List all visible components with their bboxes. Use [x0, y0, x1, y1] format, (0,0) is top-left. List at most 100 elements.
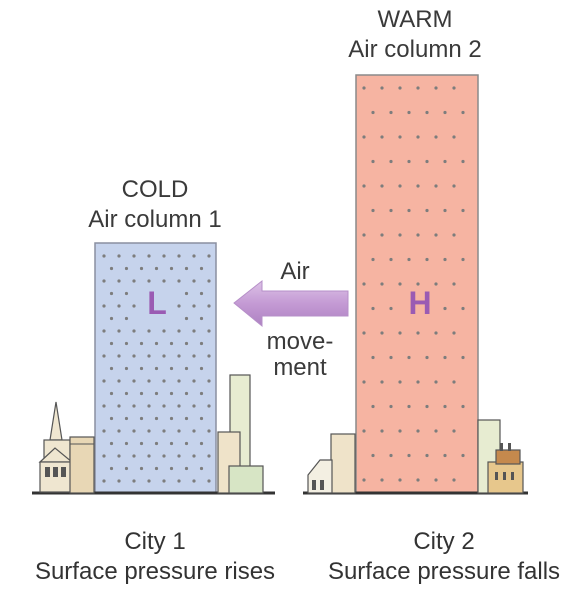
air-molecule-dot [416, 429, 420, 433]
air-molecule-dot [425, 453, 429, 458]
air-molecule-dot [389, 355, 393, 360]
air-molecule-dot [416, 331, 420, 335]
air-molecule-dot [389, 159, 393, 164]
air-molecule-dot [124, 316, 129, 321]
air-molecule-dot [207, 479, 211, 483]
air-molecule-dot [452, 184, 456, 188]
air-molecule-dot [207, 254, 211, 258]
air-molecule-dot [461, 208, 465, 213]
air-molecule-dot [380, 331, 384, 335]
air-molecule-dot [380, 184, 384, 188]
air-molecule-dot [102, 354, 106, 358]
air-molecule-dot [199, 341, 204, 346]
air-molecule-dot [425, 208, 429, 213]
air-molecule-dot [389, 257, 393, 262]
air-molecule-dot [443, 159, 447, 164]
air-molecule-dot [207, 329, 211, 333]
air-molecule-dot [132, 454, 136, 458]
air-molecule-dot [207, 454, 211, 458]
air-molecule-dot [184, 441, 189, 446]
air-molecule-dot [434, 331, 438, 335]
air-molecule-dot [102, 379, 106, 383]
air-molecule-dot [124, 341, 129, 346]
air-molecule-dot [362, 86, 366, 90]
air-molecule-dot [162, 429, 166, 433]
air-molecule-dot [199, 416, 204, 421]
air-molecule-dot [371, 306, 375, 311]
air-molecule-dot [139, 266, 144, 271]
air-molecule-dot [192, 454, 196, 458]
air-molecule-dot [109, 366, 114, 371]
air-molecule-dot [102, 454, 106, 458]
air-molecule-dot [416, 478, 420, 482]
cold-column-dots [102, 254, 211, 483]
air-molecule-dot [124, 416, 129, 421]
air-molecule-dot [434, 478, 438, 482]
air-molecule-dot [147, 429, 151, 433]
air-molecule-dot [132, 304, 136, 308]
air-molecule-dot [407, 110, 411, 115]
air-molecule-dot [407, 355, 411, 360]
air-molecule-dot [192, 354, 196, 358]
air-molecule-dot [184, 316, 189, 321]
air-molecule-dot [154, 391, 159, 396]
air-molecule-dot [362, 478, 366, 482]
air-molecule-dot [192, 429, 196, 433]
air-molecule-dot [147, 454, 151, 458]
air-molecule-dot [169, 391, 174, 396]
air-molecule-dot [199, 316, 204, 321]
air-molecule-dot [132, 254, 136, 258]
air-molecule-dot [362, 380, 366, 384]
air-molecule-dot [109, 441, 114, 446]
city2-surface-pressure: Surface pressure falls [327, 558, 561, 585]
air-molecule-dot [199, 466, 204, 471]
air-molecule-dot [154, 341, 159, 346]
air-molecule-dot [461, 404, 465, 409]
air-molecule-dot [177, 304, 181, 308]
skyscraper-icon [217, 374, 264, 494]
air-molecule-dot [124, 466, 129, 471]
column2-temperature-label: WARM [377, 6, 453, 33]
air-molecule-dot [109, 466, 114, 471]
air-molecule-dot [139, 441, 144, 446]
column1-temperature-label: COLD [121, 176, 189, 203]
air-molecule-dot [147, 279, 151, 283]
air-molecule-dot [207, 354, 211, 358]
column2-name-label: Air column 2 [348, 36, 482, 63]
air-movement-arrow-icon [233, 279, 349, 328]
air-molecule-dot [371, 208, 375, 213]
air-molecule-dot [452, 233, 456, 237]
air-molecule-dot [169, 266, 174, 271]
building-icon [69, 436, 95, 494]
air-molecule-dot [132, 279, 136, 283]
air-movement-label-line1: Air [280, 258, 310, 285]
air-molecule-dot [117, 479, 121, 483]
air-molecule-dot [117, 454, 121, 458]
air-molecule-dot [169, 416, 174, 421]
air-molecule-dot [434, 233, 438, 237]
air-molecule-dot [184, 391, 189, 396]
air-molecule-dot [154, 416, 159, 421]
air-molecule-dot [147, 254, 151, 258]
air-molecule-dot [425, 159, 429, 164]
air-molecule-dot [389, 306, 393, 311]
air-molecule-dot [434, 184, 438, 188]
air-molecule-dot [398, 233, 402, 237]
air-molecule-dot [192, 479, 196, 483]
air-molecule-dot [147, 329, 151, 333]
air-molecule-dot [102, 304, 106, 308]
city1-name: City 1 [124, 528, 186, 555]
air-molecule-dot [416, 135, 420, 139]
air-molecule-dot [362, 282, 366, 286]
air-molecule-dot [380, 86, 384, 90]
air-molecule-dot [452, 380, 456, 384]
air-molecule-dot [461, 453, 465, 458]
air-molecule-dot [199, 366, 204, 371]
air-molecule-dot [132, 354, 136, 358]
air-molecule-dot [184, 341, 189, 346]
air-molecule-dot [362, 429, 366, 433]
air-molecule-dot [132, 429, 136, 433]
air-molecule-dot [132, 329, 136, 333]
city1-caption: City 1 Surface pressure rises [0, 527, 310, 587]
air-molecule-dot [192, 329, 196, 333]
